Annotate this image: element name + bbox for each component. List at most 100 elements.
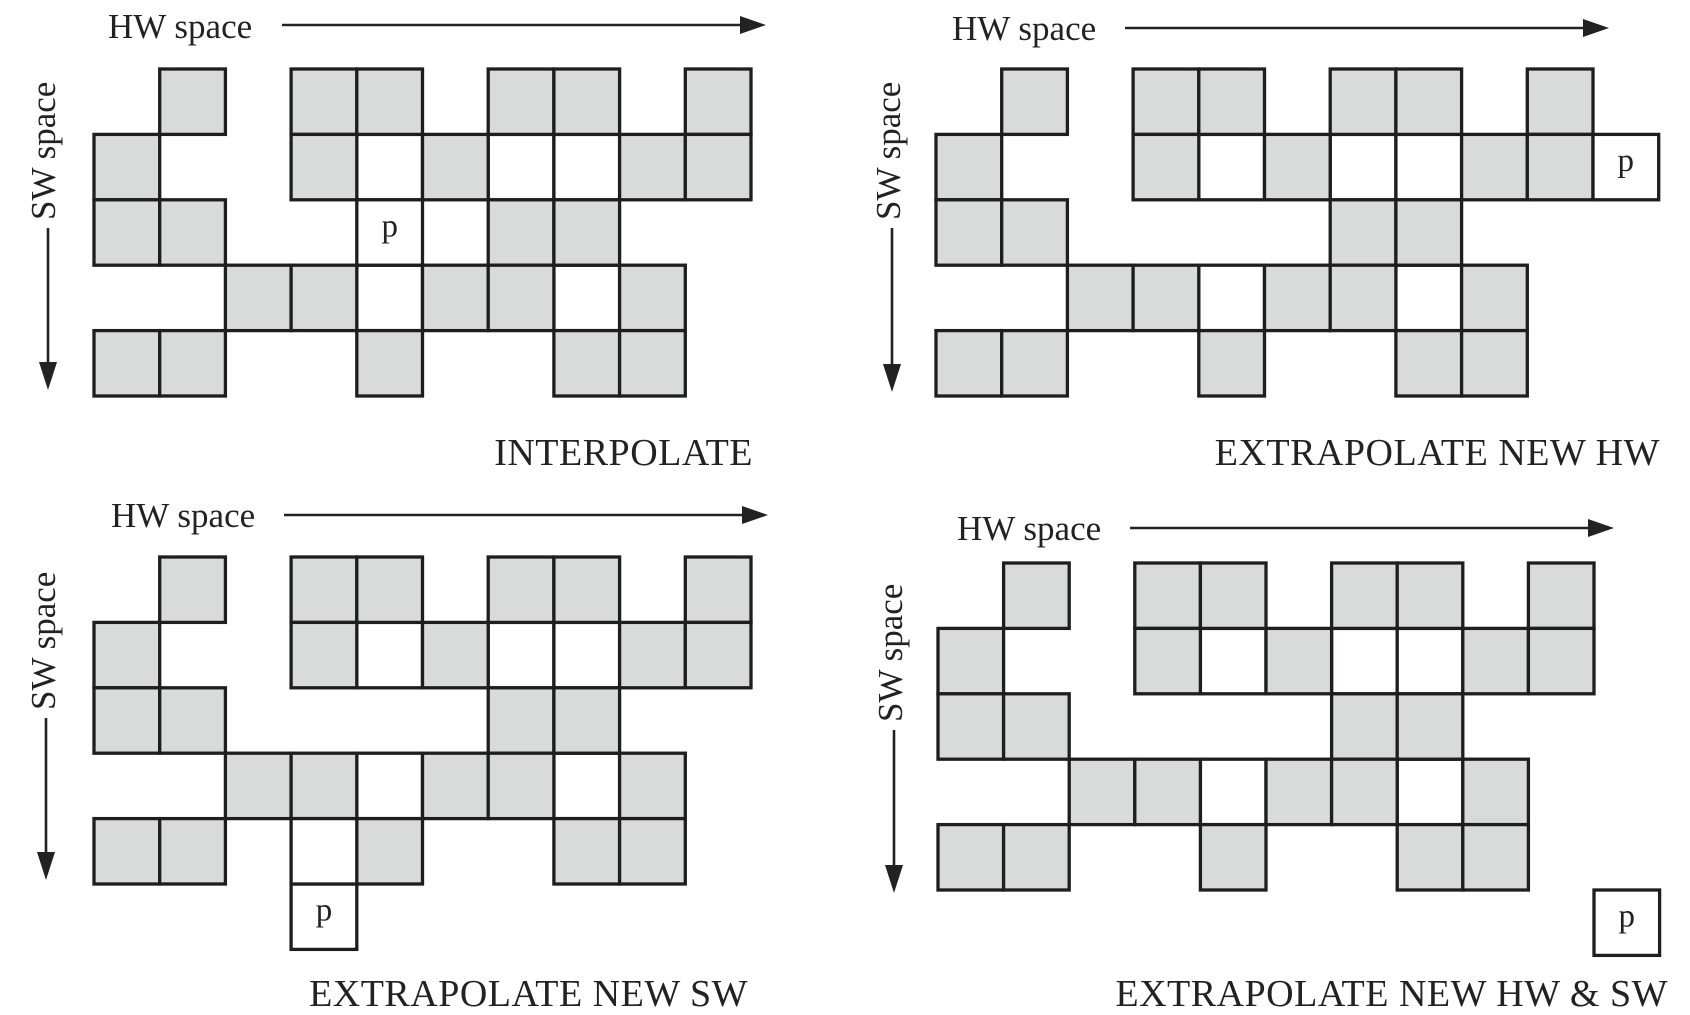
point-p-cell <box>1591 132 1661 202</box>
filled-cell <box>158 816 228 886</box>
point-p-label: p <box>1618 143 1635 179</box>
filled-cell <box>1131 132 1201 202</box>
filled-cell <box>683 67 753 137</box>
filled-cell <box>1329 692 1399 761</box>
filled-cell <box>1262 132 1332 202</box>
filled-cell <box>289 751 359 821</box>
filled-cell <box>289 263 359 333</box>
hw-axis-arrowhead <box>740 16 766 34</box>
empty-cell <box>552 620 622 690</box>
filled-cell <box>92 132 162 202</box>
grid-cells: p <box>936 561 1662 958</box>
filled-cell <box>355 67 425 137</box>
empty-cell <box>486 132 556 202</box>
filled-cell <box>936 626 1006 696</box>
empty-cell <box>486 620 556 690</box>
filled-cell <box>1198 822 1268 892</box>
filled-cell <box>1067 757 1137 827</box>
empty-cell <box>1197 263 1267 333</box>
panel-extrapolate-sw: HW space SW space p EXTRAPOLATE NEW SW <box>24 496 768 1015</box>
filled-cell <box>420 263 490 333</box>
filled-cell <box>1198 561 1268 631</box>
empty-cell <box>1198 626 1268 696</box>
empty-cell <box>1394 132 1464 202</box>
filled-cell <box>92 198 162 267</box>
filled-cell <box>1525 67 1595 137</box>
filled-cell <box>617 263 687 333</box>
filled-cell <box>1461 626 1531 696</box>
empty-cell <box>289 816 359 886</box>
filled-cell <box>1394 328 1464 398</box>
empty-cell <box>1395 757 1465 827</box>
empty-cell <box>552 132 622 202</box>
grid-cells: p <box>92 67 753 398</box>
filled-cell <box>1459 263 1529 333</box>
filled-cell <box>1526 561 1596 631</box>
panel-title: INTERPOLATE <box>494 432 753 474</box>
filled-cell <box>1133 561 1203 631</box>
filled-cell <box>1133 626 1203 696</box>
filled-cell <box>1461 822 1531 892</box>
hw-axis-label: HW space <box>108 7 252 46</box>
hw-axis-label: HW space <box>952 9 1096 48</box>
filled-cell <box>420 751 490 821</box>
filled-cell <box>1328 263 1398 333</box>
filled-cell <box>486 555 556 625</box>
filled-cell <box>223 263 293 333</box>
empty-cell <box>355 263 425 333</box>
empty-cell <box>355 132 425 202</box>
filled-cell <box>92 816 162 886</box>
filled-cell <box>1526 626 1596 696</box>
filled-cell <box>936 692 1006 761</box>
filled-cell <box>158 67 228 137</box>
filled-cell <box>552 198 622 267</box>
filled-cell <box>617 328 687 398</box>
point-p-label: p <box>1619 899 1636 935</box>
filled-cell <box>1459 328 1529 398</box>
filled-cell <box>158 198 228 267</box>
sw-axis-arrowhead <box>37 852 55 880</box>
filled-cell <box>289 132 359 202</box>
filled-cell <box>355 816 425 886</box>
filled-cell <box>1133 757 1203 827</box>
point-p-cell <box>1592 888 1662 958</box>
empty-cell <box>1395 626 1465 696</box>
filled-cell <box>486 67 556 137</box>
sw-axis-arrowhead <box>39 362 57 390</box>
filled-cell <box>92 686 162 755</box>
hw-axis-arrowhead <box>1583 19 1609 37</box>
empty-cell <box>552 263 622 333</box>
filled-cell <box>1328 67 1398 137</box>
filled-cell <box>934 132 1004 202</box>
filled-cell <box>1328 198 1398 267</box>
filled-cell <box>1001 561 1071 631</box>
point-p-label: p <box>316 893 333 929</box>
filled-cell <box>552 816 622 886</box>
filled-cell <box>683 132 753 202</box>
filled-cell <box>617 620 687 690</box>
empty-cell <box>355 620 425 690</box>
grid-cells: p <box>934 67 1661 398</box>
filled-cell <box>1000 67 1070 137</box>
filled-cell <box>289 67 359 137</box>
filled-cell <box>1394 67 1464 137</box>
filled-cell <box>552 555 622 625</box>
sw-axis-label: SW space <box>871 584 910 722</box>
filled-cell <box>1131 263 1201 333</box>
filled-cell <box>617 816 687 886</box>
filled-cell <box>1461 757 1531 827</box>
filled-cell <box>92 620 162 690</box>
hw-axis-label: HW space <box>957 509 1101 548</box>
panel-extrapolate-hw: HW space SW space p EXTRAPOLATE NEW HW <box>869 9 1661 474</box>
filled-cell <box>1395 692 1465 761</box>
filled-cell <box>1000 198 1070 267</box>
filled-cell <box>486 263 556 333</box>
filled-cell <box>552 328 622 398</box>
filled-cell <box>158 555 228 625</box>
filled-cell <box>420 132 490 202</box>
filled-cell <box>1131 67 1201 137</box>
filled-cell <box>289 555 359 625</box>
filled-cell <box>223 751 293 821</box>
panel-title: EXTRAPOLATE NEW SW <box>309 973 748 1015</box>
